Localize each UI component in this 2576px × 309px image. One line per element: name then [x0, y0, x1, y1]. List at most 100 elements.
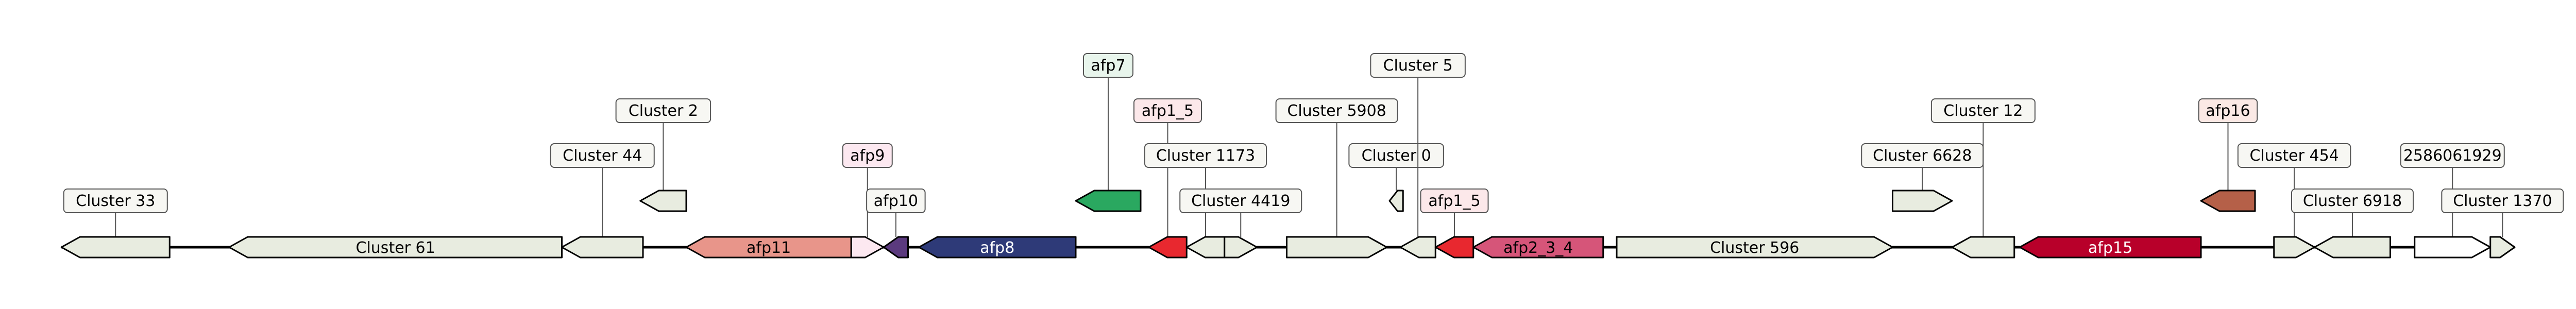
gene-arrow[interactable]: [2414, 236, 2492, 259]
gene-cluster-61[interactable]: Cluster 61: [228, 236, 563, 259]
gene-cluster-2[interactable]: [639, 190, 687, 212]
callout-label: Cluster 0: [1362, 147, 1431, 165]
gene-arrow[interactable]: [2489, 236, 2516, 259]
callout-box: [842, 143, 893, 168]
callout-box: [63, 188, 168, 213]
gene-arrow[interactable]: [1616, 236, 1893, 259]
callout-label: Cluster 2: [629, 102, 698, 120]
callout-box: [1133, 98, 1202, 123]
gene-cluster-33[interactable]: [60, 236, 171, 259]
callout-label: Cluster 1370: [2453, 192, 2552, 210]
gene-arrow[interactable]: [2200, 190, 2256, 212]
gene-arrow[interactable]: [2273, 236, 2315, 259]
gene-afp1-5[interactable]: [1148, 236, 1188, 259]
callout-cluster-12: Cluster 12: [1930, 98, 2036, 237]
gene-cluster-6918[interactable]: [2314, 236, 2391, 259]
callout-label: afp10: [874, 192, 918, 210]
gene-cluster-5[interactable]: [1399, 236, 1436, 259]
gene-cluster-454[interactable]: [2273, 236, 2315, 259]
callout-cluster-6628: Cluster 6628: [1861, 143, 1984, 191]
callout-cluster-1370: Cluster 1370: [2441, 188, 2564, 237]
gene-arrow[interactable]: [1951, 236, 2015, 259]
gene-cluster-596[interactable]: Cluster 596: [1616, 236, 1893, 259]
gene-afp1-5[interactable]: [1434, 236, 1475, 259]
callout-label: Cluster 5: [1383, 57, 1453, 75]
gene-cluster-1173[interactable]: [1185, 236, 1226, 259]
callout-cluster-0: Cluster 0: [1348, 143, 1444, 191]
callout-box: [1420, 188, 1489, 213]
callout-box: [2400, 143, 2505, 168]
gene-arrow[interactable]: [850, 236, 885, 259]
callout-afp7: afp7: [1083, 53, 1133, 191]
gene-arrow[interactable]: [1075, 190, 1142, 212]
gene-afp2-3-4[interactable]: afp2_3_4: [1472, 236, 1604, 259]
gene-arrow[interactable]: [1224, 236, 1258, 259]
gene-cluster-6628[interactable]: [1892, 190, 1953, 212]
gene-arrow[interactable]: [561, 236, 644, 259]
callout-cluster-2: Cluster 2: [615, 98, 711, 191]
callout-label: afp1_5: [1428, 192, 1480, 210]
callout-label: Cluster 33: [76, 192, 155, 210]
callout-box: [1179, 188, 1302, 213]
callout-label: Cluster 6628: [1873, 147, 1972, 165]
gene-arrow[interactable]: [883, 236, 909, 259]
gene-arrow[interactable]: [1185, 236, 1226, 259]
callout-box: [1144, 143, 1267, 168]
callout-afp10: afp10: [866, 188, 926, 237]
gene-arrow[interactable]: [60, 236, 171, 259]
gene-arrow[interactable]: [1472, 236, 1604, 259]
gene-cluster-5908[interactable]: [1286, 236, 1388, 259]
gene-afp9[interactable]: [850, 236, 885, 259]
gene-afp7[interactable]: [1075, 190, 1142, 212]
gene-label: Cluster 596: [1710, 239, 1799, 257]
callout-afp16: afp16: [2198, 98, 2258, 191]
callout-label: Cluster 44: [563, 147, 642, 165]
gene-arrow[interactable]: [2314, 236, 2391, 259]
callout-cluster-5: Cluster 5: [1370, 53, 1466, 237]
gene-arrow[interactable]: [1388, 190, 1404, 212]
gene-arrow[interactable]: [1148, 236, 1188, 259]
callout-label: Cluster 6918: [2303, 192, 2402, 210]
gene-arrow[interactable]: [918, 236, 1077, 259]
callout-box: [1275, 98, 1398, 123]
callout-box: [1348, 143, 1444, 168]
gene-arrow[interactable]: [228, 236, 563, 259]
gene-2586061929[interactable]: [2414, 236, 2492, 259]
callout-cluster-4419: Cluster 4419: [1179, 188, 1302, 237]
callout-2586061929: 2586061929: [2400, 143, 2505, 237]
gene-arrow[interactable]: [1286, 236, 1388, 259]
callout-label: Cluster 1173: [1156, 147, 1255, 165]
gene-label: afp11: [747, 239, 791, 257]
gene-label: afp2_3_4: [1503, 239, 1573, 257]
callout-box: [866, 188, 926, 213]
gene-arrow[interactable]: [2019, 236, 2202, 259]
gene-label: Cluster 61: [356, 239, 435, 257]
gene-afp10[interactable]: [883, 236, 909, 259]
gene-arrow[interactable]: [639, 190, 687, 212]
callout-cluster-6918: Cluster 6918: [2291, 188, 2414, 237]
callout-label: Cluster 454: [2249, 147, 2338, 165]
gene-cluster-0[interactable]: [1388, 190, 1404, 212]
gene-arrow[interactable]: [1399, 236, 1436, 259]
callout-box: [2198, 98, 2258, 123]
gene-afp15[interactable]: afp15: [2019, 236, 2202, 259]
callout-label: afp1_5: [1142, 102, 1194, 120]
gene-cluster-44[interactable]: [561, 236, 644, 259]
callout-label: Cluster 12: [1943, 102, 2023, 120]
gene-cluster-1370[interactable]: [2489, 236, 2516, 259]
gene-afp8[interactable]: afp8: [918, 236, 1077, 259]
callout-label: afp16: [2206, 102, 2250, 120]
gene-cluster-12[interactable]: [1951, 236, 2015, 259]
callout-label: Cluster 5908: [1287, 102, 1386, 120]
gene-afp16[interactable]: [2200, 190, 2256, 212]
gene-cluster-4419[interactable]: [1224, 236, 1258, 259]
gene-afp11[interactable]: afp11: [685, 236, 852, 259]
gene-label: afp15: [2088, 239, 2132, 257]
callout-box: [1370, 53, 1466, 78]
callout-label: afp9: [850, 147, 885, 165]
callout-box: [1083, 53, 1133, 78]
callout-cluster-5908: Cluster 5908: [1275, 98, 1398, 237]
callout-label: 2586061929: [2403, 147, 2502, 165]
gene-arrow[interactable]: [1434, 236, 1475, 259]
gene-arrow[interactable]: [1892, 190, 1953, 212]
